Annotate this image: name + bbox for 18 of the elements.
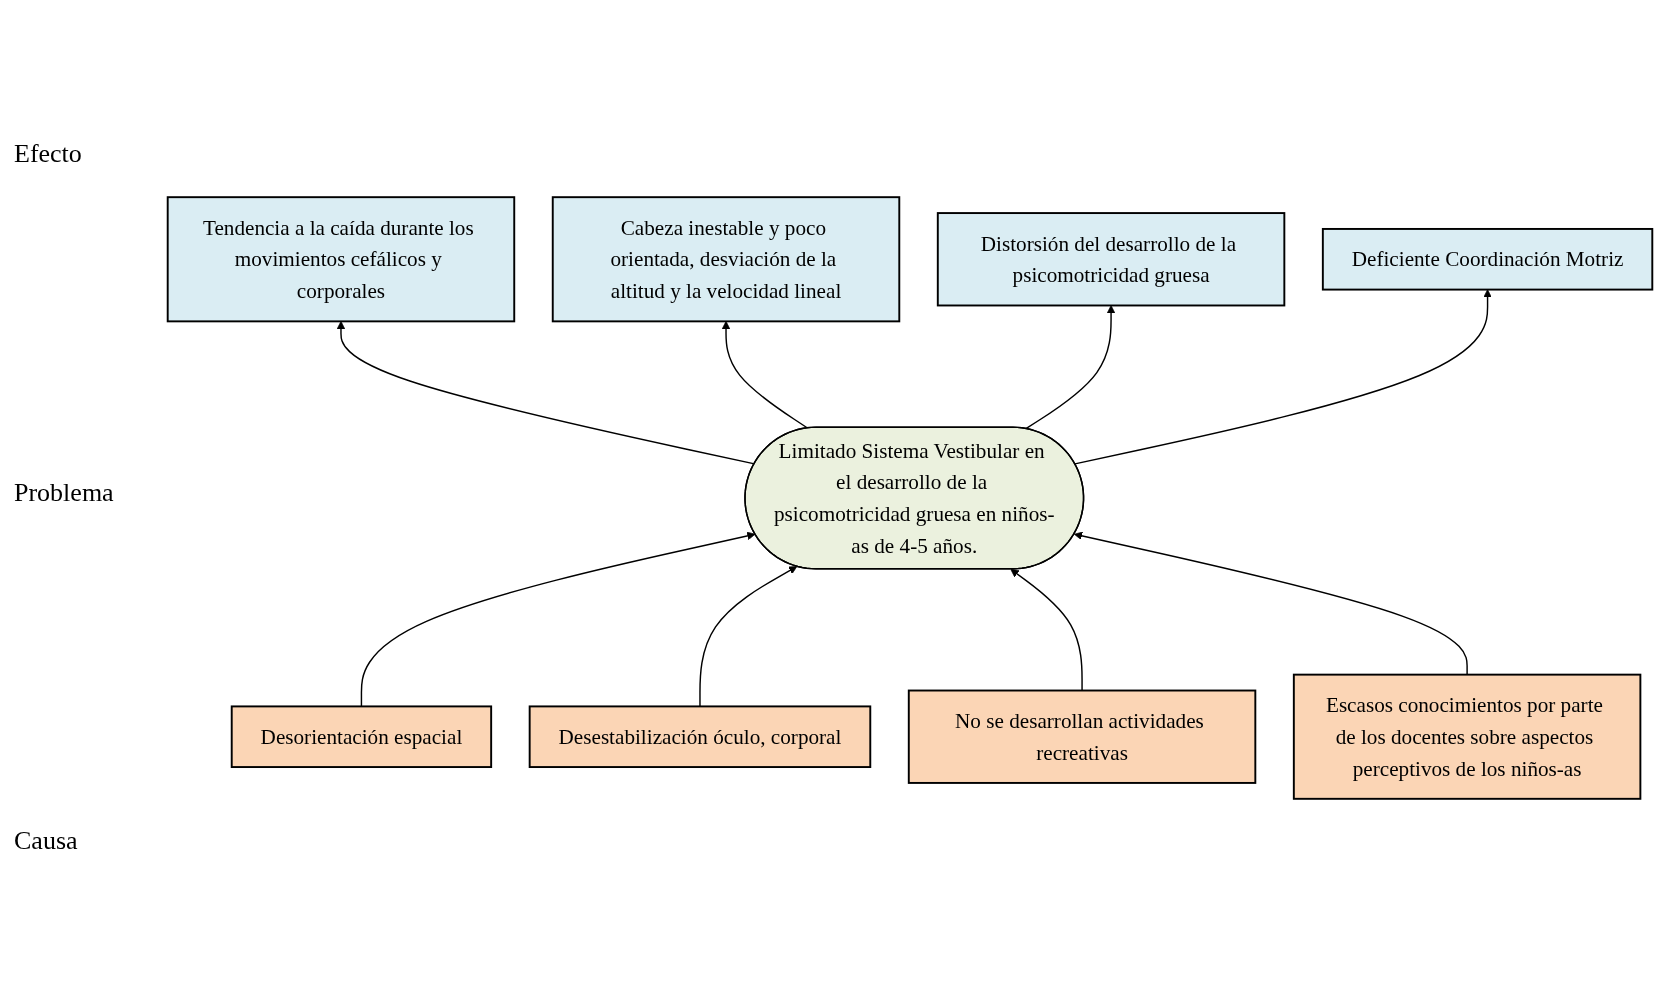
arrow — [1024, 304, 1115, 430]
arrow — [1009, 568, 1083, 691]
node-box: Escasos conocimientos por parte de los docentes sobre aspectos perceptivos de los niños-as — [1292, 673, 1641, 800]
node-box: Deficiente Coordinación Motriz — [1321, 227, 1653, 291]
row-label: Efecto — [14, 139, 82, 170]
node-box: No se desarrollan actividades recreativas — [907, 689, 1256, 784]
row-label: Causa — [14, 825, 78, 856]
node-box: Desorientación espacial — [230, 704, 492, 768]
arrow — [360, 531, 756, 707]
row-label: Problema — [14, 477, 114, 508]
arrow — [1073, 288, 1492, 465]
node-box: Desestabilización óculo, corporal — [528, 704, 871, 768]
arrow — [1073, 531, 1468, 675]
node-box: Tendencia a la caída durante los movimientos cefálicos y corporales — [166, 195, 515, 322]
arrow — [721, 320, 809, 429]
node-box: Distorsión del desarrollo de la psicomotricidad gruesa — [936, 211, 1285, 306]
node-box: Cabeza inestable y poco orientada, desviación de la altitud y la velocidad lineal — [551, 195, 900, 322]
arrow — [698, 565, 797, 707]
